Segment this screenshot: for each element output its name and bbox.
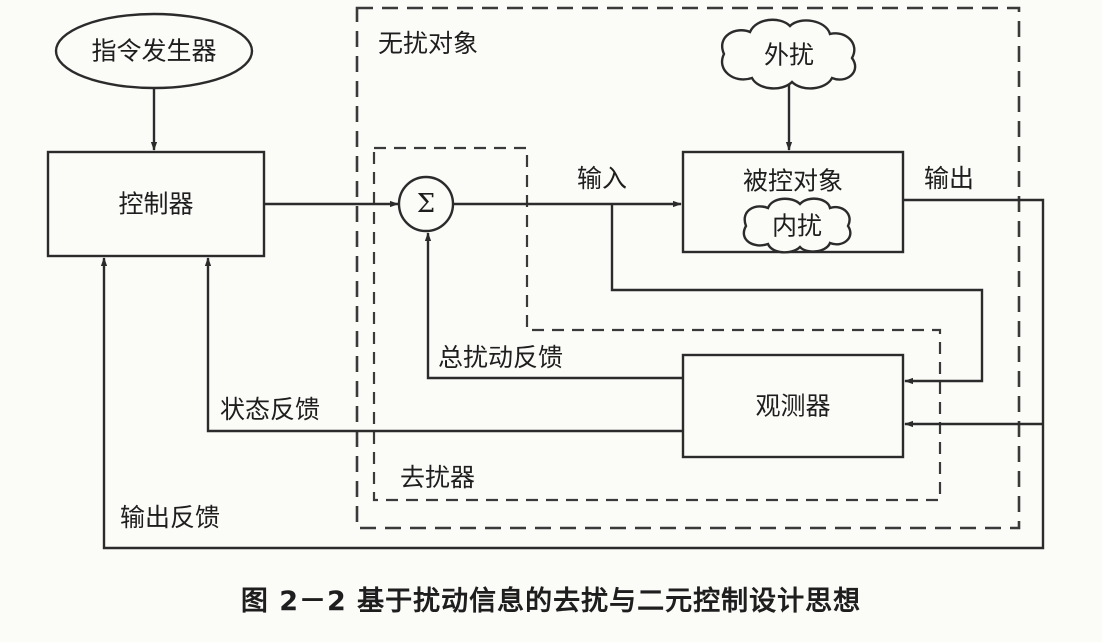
command-generator-label: 指令发生器 [91,37,216,66]
total-disturbance-feedback-label: 总扰动反馈 [438,343,563,372]
output-label: 输出 [924,164,974,193]
summing-junction-label: Σ [417,189,435,219]
external-disturbance-label: 外扰 [764,41,814,70]
undisturbed-object-label: 无扰对象 [378,29,478,58]
external-disturbance-cloud [720,18,857,90]
total-disturbance-feedback-line [424,232,683,380]
controller-label: 控制器 [118,190,193,219]
state-feedback-label: 状态反馈 [220,395,320,424]
disturbance-rejector-region [372,146,942,502]
output-feedback-line [100,198,1045,550]
input-to-observer-line [610,204,984,385]
disturbance-rejector-label: 去扰器 [400,463,475,492]
figure-caption: 图 2－2 基于扰动信息的去扰与二元控制设计思想 [241,585,861,617]
plant-label: 被控对象 [743,167,843,196]
controller-block [46,150,266,258]
state-feedback-line [204,257,683,433]
undisturbed-object-region [355,6,1021,530]
observer-block [681,353,905,459]
input-label: 输入 [577,164,627,193]
output-feedback-label: 输出反馈 [120,503,220,532]
internal-disturbance-cloud [742,197,852,254]
internal-disturbance-label: 内扰 [772,212,822,241]
observer-label: 观测器 [755,392,830,421]
